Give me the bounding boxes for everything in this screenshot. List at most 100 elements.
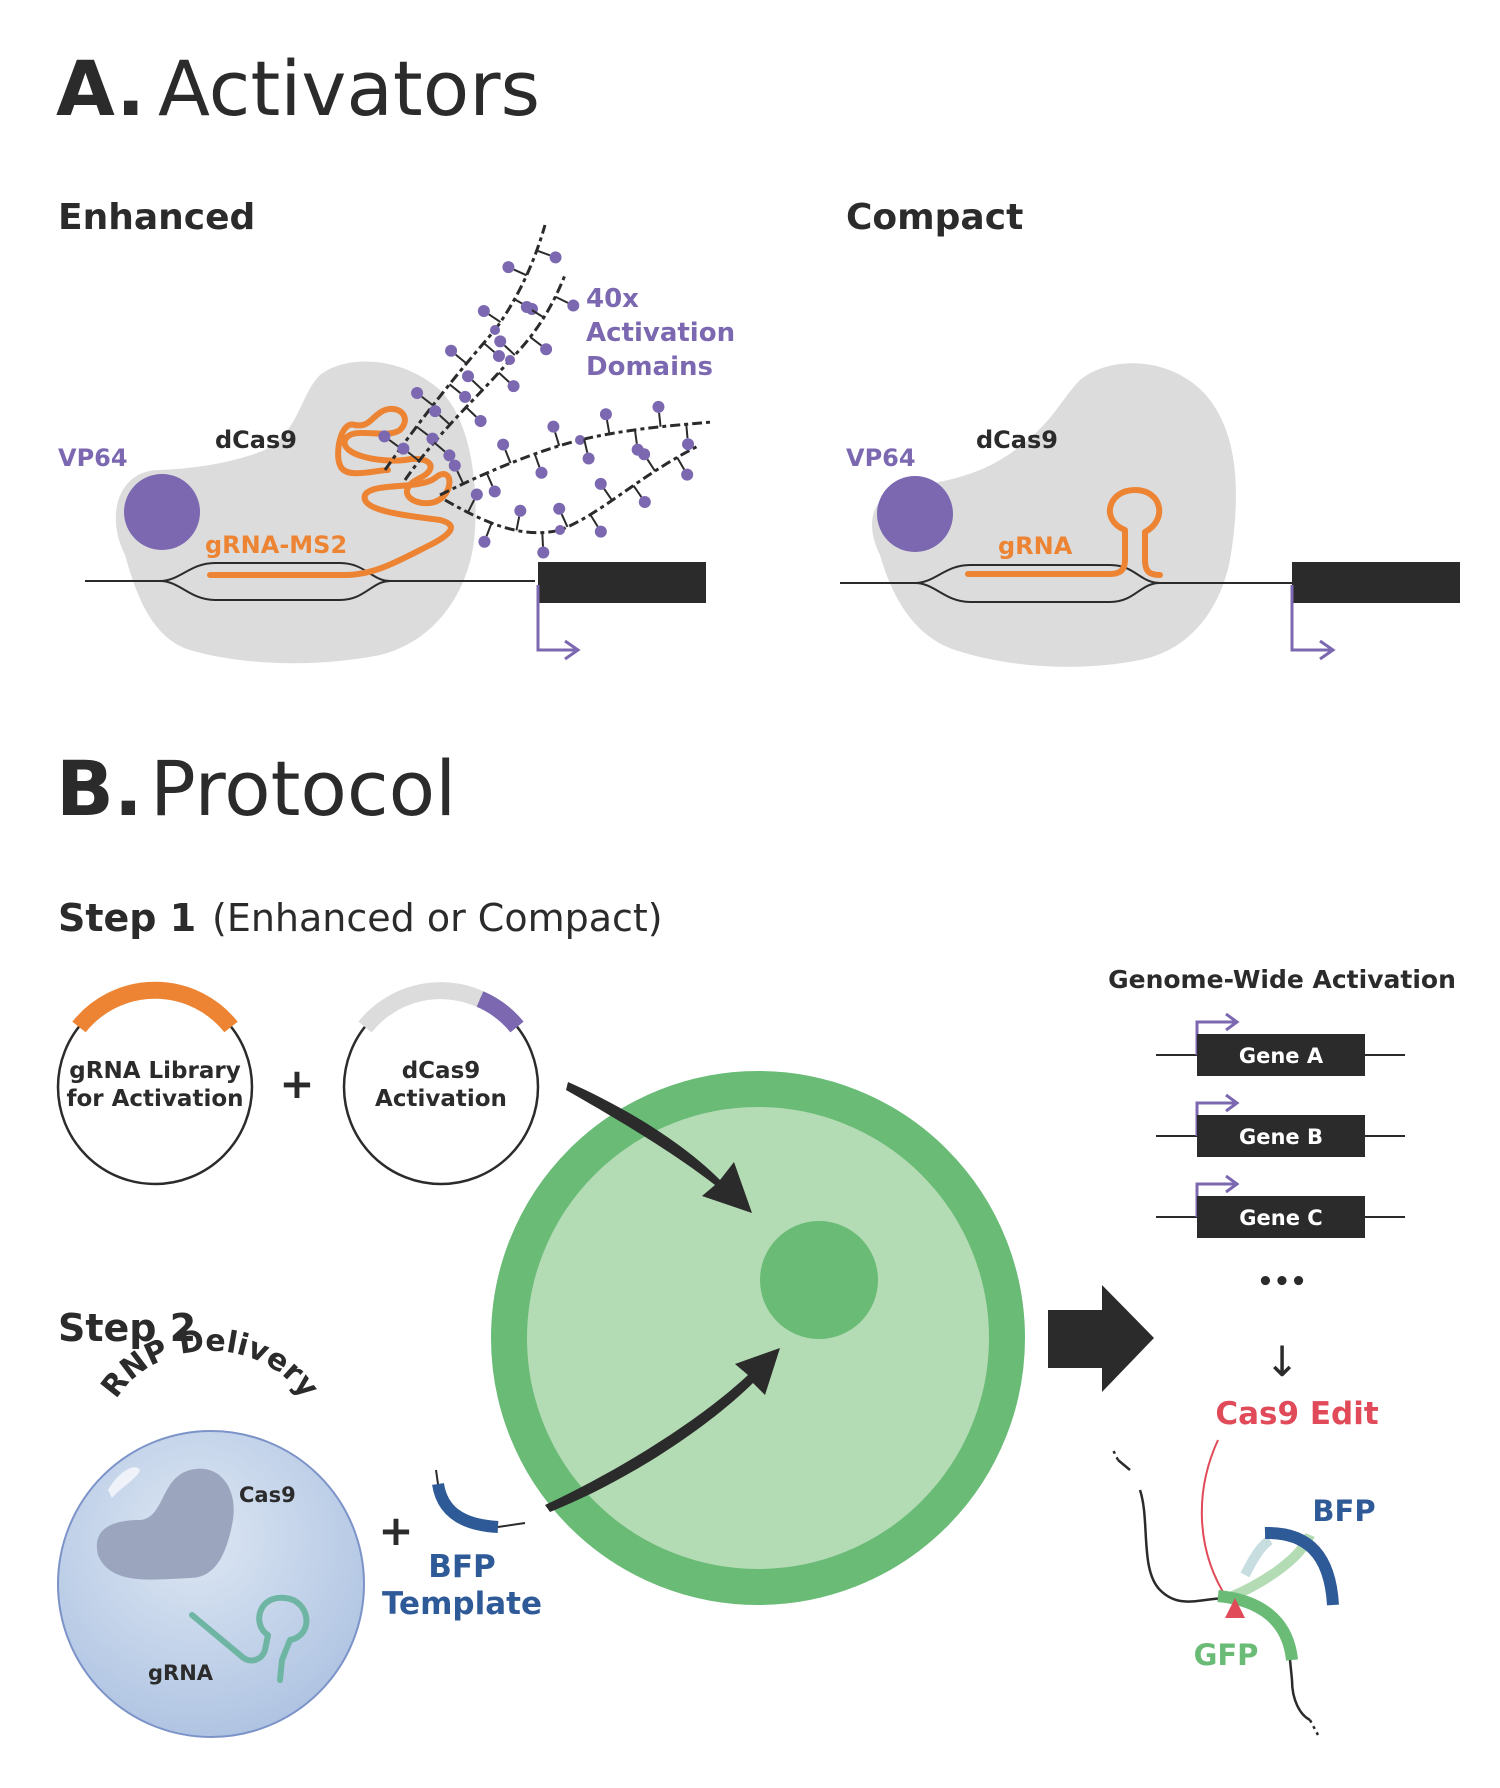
domains-label-line1: 40x [586, 284, 639, 314]
peptide-chain-4 [444, 443, 701, 535]
section-a-letter: A. [56, 44, 145, 133]
activation-domain-dot [547, 420, 560, 433]
activation-domain-stem [632, 484, 643, 498]
activation-domain-dot [540, 343, 553, 356]
down-arrow: ↓ [1264, 1337, 1299, 1386]
compact-panel: Compact VP64 dCas9 gRNA [840, 197, 1460, 667]
activation-domain-stem [515, 516, 521, 531]
plasmid-2-line2: Activation [375, 1086, 507, 1112]
section-a-title: A. Activators [56, 44, 540, 133]
activation-domain-dot [443, 449, 456, 462]
enhanced-panel: Enhanced VP64 dCas9 gRNA-MS2 40x Activat… [58, 197, 735, 664]
activation-domain-dot [492, 350, 505, 363]
activation-domain-dot [567, 299, 580, 312]
activation-domain-stem [498, 371, 510, 383]
cas9-edit-title: Cas9 Edit [1215, 1396, 1378, 1432]
plus-sign-2: + [378, 1506, 413, 1555]
activation-domain-stem [415, 425, 429, 436]
activation-domain-dot [494, 335, 507, 348]
step1-delivery-arrow [566, 1082, 752, 1213]
cas9-edit: Cas9 Edit BFP GFP [1110, 1396, 1379, 1736]
rnp-grna-strand [189, 1594, 310, 1683]
vp64-domain-enhanced [124, 474, 200, 550]
promoter-arrow-enhanced [536, 585, 581, 661]
domains-label-line3: Domains [586, 352, 713, 382]
activation-domain-stem [513, 268, 528, 277]
gene-block [1197, 1034, 1365, 1076]
activation-domain-dot [553, 502, 566, 515]
bfp-template-arms [435, 1469, 526, 1528]
dna-right-dots [1308, 1719, 1320, 1736]
activation-domain-stem [583, 438, 589, 453]
activation-domain-dot [535, 466, 548, 479]
activation-domain-stem [503, 344, 516, 356]
activation-domain-stem [407, 451, 420, 462]
rnp-delivery-particle: RNP Delivery Cas9 gRNA [57, 1323, 365, 1738]
activation-domain-stem [589, 514, 599, 528]
plasmid-1-line1: gRNA Library [69, 1058, 240, 1084]
activation-domain-stem [676, 456, 686, 470]
rnp-highlight [108, 1467, 140, 1498]
activation-domain-stem [448, 383, 462, 394]
activation-domain-dot [448, 459, 461, 472]
grna-library-insert [72, 981, 238, 1033]
activation-domain-stem [554, 432, 561, 447]
activation-domain-dot [470, 488, 483, 501]
grna-label-compact: gRNA [998, 532, 1073, 560]
activation-domain-stem [685, 424, 689, 439]
grna-strand-compact [965, 487, 1163, 578]
section-b-letter: B. [56, 744, 143, 833]
gene-label: Gene A [1239, 1044, 1324, 1068]
activation-domain-dot [599, 408, 612, 421]
activation-domain-stem [465, 406, 477, 418]
dcas9-blob-compact [872, 363, 1236, 667]
activation-domain-dot [594, 525, 607, 538]
gene-label: Gene B [1239, 1125, 1323, 1149]
step2-delivery-arrow [545, 1348, 780, 1512]
dcas9-label-enhanced: dCas9 [215, 426, 297, 454]
ellipsis: ••• [1257, 1267, 1307, 1297]
activation-domain-dot [429, 405, 442, 418]
activation-domain-stem [633, 429, 638, 444]
grna-ms2-label: gRNA-MS2 [205, 531, 347, 559]
step2-label: Step 2 [58, 1306, 196, 1350]
activation-domain-stem [603, 488, 613, 501]
activation-domain-stem [488, 313, 502, 323]
bfp-label: BFP [1312, 1494, 1375, 1528]
gene-row: Gene A [1156, 1012, 1405, 1076]
activation-domain-dot [445, 344, 458, 357]
activation-domain-stem [605, 419, 611, 435]
activation-domain-dot [378, 430, 391, 443]
activation-domain-dot [502, 261, 515, 274]
activation-domain-dot [397, 442, 410, 455]
compact-heading: Compact [846, 197, 1023, 238]
vp64-label-compact: VP64 [846, 444, 916, 472]
activation-domain-dot [638, 496, 651, 509]
target-cell [491, 1071, 1025, 1605]
gene-block [1197, 1115, 1365, 1157]
rnp-vesicle [57, 1430, 365, 1738]
activation-domain-stem [646, 458, 656, 472]
activation-domain-dot [681, 468, 694, 481]
plus-sign-1: + [279, 1059, 314, 1108]
cell-nucleus [760, 1221, 878, 1339]
domains-label-line2: Activation [586, 318, 735, 348]
activation-domain-dot [537, 546, 550, 559]
peptide-chain-1 [383, 224, 547, 471]
activation-domain-dot [462, 370, 475, 383]
grna-ms2-strand [207, 405, 454, 578]
activation-domain-dot [514, 504, 527, 517]
activation-domain-stem [466, 499, 476, 513]
bfp-template-line2: Template [382, 1586, 542, 1622]
activation-domain-dot [682, 438, 695, 451]
rnp-cas9-label: Cas9 [239, 1483, 296, 1507]
activation-domain-stem [541, 532, 544, 547]
activation-domain-dot [411, 387, 424, 400]
activation-domain-stem [560, 513, 569, 528]
activation-domain-dot [520, 300, 533, 313]
activation-domain-stem [658, 412, 662, 427]
activation-domain-dot [488, 485, 501, 498]
edit-pointer-line [1200, 1439, 1229, 1601]
activation-domain-dot [638, 448, 651, 461]
